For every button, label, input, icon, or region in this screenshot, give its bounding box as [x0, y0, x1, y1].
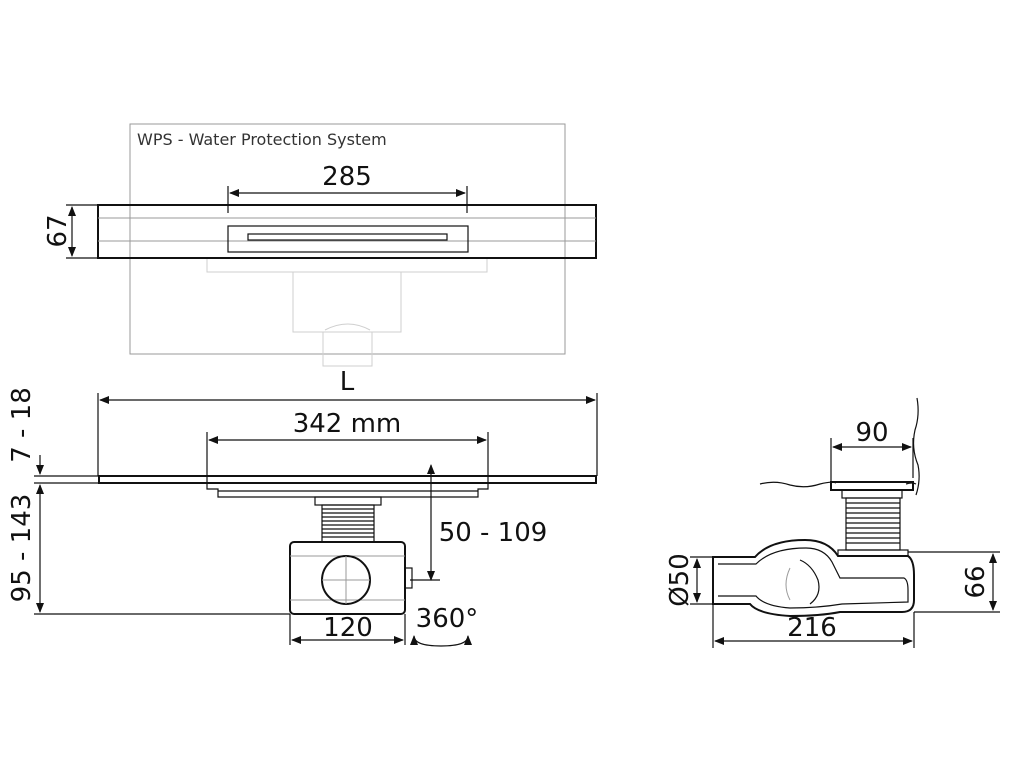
dim-120-label: 120 [323, 613, 373, 643]
wps-title: WPS - Water Protection System [137, 130, 387, 149]
section-neck [841, 489, 903, 499]
faint-body [206, 257, 488, 273]
dim-95-143-label: 95 - 143 [7, 494, 37, 603]
dim-7-18-label: 7 - 18 [7, 387, 37, 463]
channel-bar [97, 204, 597, 259]
grate-slot [247, 233, 448, 241]
grate-outline [227, 225, 469, 253]
bellows [321, 504, 375, 543]
section-flange [830, 481, 914, 491]
section-bellows [845, 497, 901, 551]
dim-66-label: 66 [961, 565, 991, 598]
dim-L-label: L [340, 367, 355, 397]
stem-top [314, 496, 382, 506]
rotation-arrow-icon [410, 635, 472, 647]
dim-50-109-label: 50 - 109 [439, 518, 548, 548]
dim-216-label: 216 [787, 613, 837, 643]
section-siphon-curve-2 [785, 567, 791, 601]
dim-90-label: 90 [855, 418, 888, 448]
dim-pipe-label: Ø50 [665, 553, 695, 607]
dim-360-label: 360° [416, 604, 479, 634]
faint-pipe [322, 323, 373, 367]
top-view: WPS - Water Protection System 285 67 [43, 123, 597, 367]
wall-line [912, 397, 920, 496]
faint-box [292, 271, 402, 333]
dim-67-label: 67 [43, 214, 73, 247]
side-view: L 342 mm [7, 367, 598, 647]
section-trap-body [712, 538, 915, 618]
section-siphon-curve [799, 559, 820, 605]
wps-frame [129, 123, 566, 355]
cover-plate [98, 475, 597, 484]
trap-side-tab [404, 567, 413, 589]
dim-285-label: 285 [322, 162, 372, 192]
dim-342-label: 342 mm [293, 409, 402, 439]
channel-profile [206, 483, 489, 498]
section-trap-inner [718, 547, 909, 609]
section-view: 90 Ø50 66 [665, 397, 1000, 648]
